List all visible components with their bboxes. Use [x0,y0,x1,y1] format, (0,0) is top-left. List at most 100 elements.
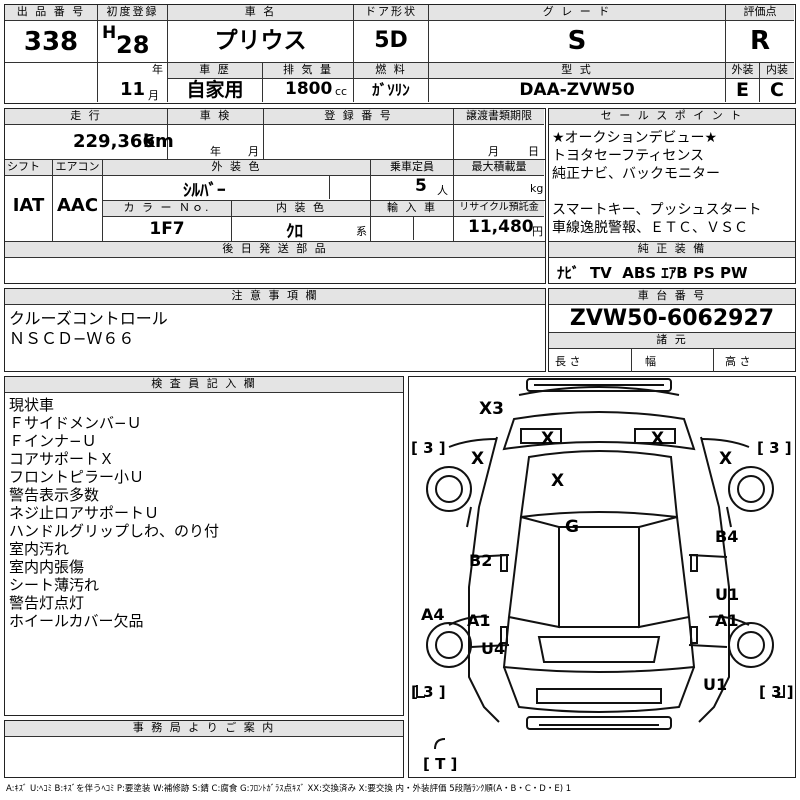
vehicle-details-section: 走 行 229,366 km 車 検 年 月 登 録 番 号 譲渡書類期限 月 … [4,108,546,284]
grade-label: グ レ ー ド [429,5,725,21]
note-line: ＮＳＣＤ−Ｗ６６ [9,329,135,348]
inspector-line: 室内内張傷 [9,558,85,576]
damage-mark-rear-right: U1 [703,675,728,694]
mileage-unit: km [143,131,174,152]
exterior-color-cell: 外 装 色 ｼﾙﾊﾞｰ [103,160,371,201]
transfer-deadline-cell: 譲渡書類期限 月 日 [454,109,544,159]
exterior-score: E [736,79,749,101]
shift-label: シフト [5,160,52,176]
car-diagram: X3 X X X X X G B2 B4 A4 A1 U1 A1 U4 U1 [… [408,376,796,778]
inspector-line: 現状車 [9,396,55,414]
later-parts-label: 後 日 発 送 部 品 [5,242,545,258]
max-load-cell: 最大積載量 kg [454,160,544,200]
damage-mark-window-right: X [651,429,665,449]
lot-number-cell: 出 品 番 号 338 [5,5,98,102]
displacement: 1800 [285,79,333,99]
transfer-deadline-label: 譲渡書類期限 [454,109,544,125]
interior-color-label: 内 装 色 [232,201,370,217]
capacity-unit: 人 [437,184,448,197]
tire-tread-front-left: [ 3 ] [411,439,446,457]
max-load-unit: kg [530,182,544,195]
damage-mark-door-rear-right-a: U1 [715,585,740,604]
damage-mark-door-front-right: B4 [715,527,739,546]
specs-label: 諸 元 [549,333,795,349]
damage-mark-hood: X [551,471,565,491]
registration-number-label: 登 録 番 号 [264,109,453,125]
aircon-label: エアコン [53,160,102,176]
import-label: 輸 入 車 [371,201,453,217]
inspector-line: ハンドルグリップしわ、のり付 [9,522,220,540]
inspector-line: Ｆインナ−Ｕ [9,432,97,450]
score-cell: 評価点 R [726,5,794,63]
legend: A:ｷｽﾞ U:ﾍｺﾐ B:ｷｽﾞを伴うﾍｺﾐ P:要塗装 W:補修跡 S:錆 … [6,784,572,794]
notes-label: 注 意 事 項 欄 [5,289,545,305]
inspector-line: 警告灯点灯 [9,594,85,612]
damage-mark-window-left: X [541,429,555,449]
spare-tire-mark: [ T ] [423,755,458,773]
car-name-cell: 車 名 プリウス [168,5,354,63]
inspector-list: 現状車 Ｆサイドメンバ−Ｕ Ｆインナ−Ｕ コアサポートＸ フロントピラー小Ｕ 警… [5,393,403,630]
color-number: 1F7 [149,219,185,239]
capacity-cell: 乗車定員 5 人 [371,160,454,200]
lot-number: 338 [23,27,79,57]
interior-score: C [770,79,784,101]
year-unit: 年 [152,63,163,76]
car-outline-drawing [416,378,785,750]
history-label: 車 歴 [168,63,262,79]
grade: S [567,26,587,56]
color-number-label: カ ラ ー Ｎｏ. [103,201,231,217]
tire-tread-front-right: [ 3 ] [757,439,792,457]
model-cell: 型 式 DAA-ZVW50 [429,63,726,102]
specs-cell: 諸 元 長 さ 幅 高 さ [549,333,795,372]
displacement-cell: 排 気 量 1800 cc [263,63,354,102]
capacity-label: 乗車定員 [371,160,453,176]
first-registration-cell: 初度登録 H 28 年 11 月 [98,5,168,102]
capacity: 5 [415,176,427,196]
equipment-cell: 純 正 装 備 ﾅﾋﾞ TV ABS ｴｱB PS PW [549,242,795,283]
shift: IAT [12,195,45,216]
mileage: 229,366 [73,131,155,152]
height-label: 高 さ [725,355,751,368]
interior-cell: 内装 C [760,63,794,102]
history: 自家用 [186,79,244,101]
chassis-section: 車 台 番 号 ZVW50-6062927 諸 元 長 さ 幅 高 さ [548,288,796,372]
sales-points-section: セ ー ル ス ポ イ ン ト ★オークションデビュー★ トヨタセーフティセンス… [548,108,796,284]
inspector-line: コアサポートＸ [9,450,115,468]
door-label: ドア形状 [354,5,428,21]
model: DAA-ZVW50 [519,80,635,100]
damage-mark-door-front-left: B2 [469,551,493,570]
header-section: 出 品 番 号 338 初度登録 H 28 年 11 月 車 名 プリウス ドア… [4,4,796,104]
chassis-label: 車 台 番 号 [549,289,795,305]
grade-cell: グ レ ー ド S [429,5,726,63]
registration-number-cell: 登 録 番 号 [264,109,454,159]
interior-color-cell: 内 装 色 ｸﾛ 系 [232,201,371,242]
mileage-label: 走 行 [5,109,167,125]
equipment-label: 純 正 装 備 [549,242,795,258]
notes-list: クルーズコントロール ＮＳＣＤ−Ｗ６６ [5,305,545,349]
displacement-unit: cc [335,85,348,98]
inspector-section: 検 査 員 記 入 欄 現状車 Ｆサイドメンバ−Ｕ Ｆインナ−Ｕ コアサポートＸ… [4,376,404,716]
era: H [102,23,117,43]
inspector-line: 室内汚れ [9,540,70,558]
damage-mark-fender-right: X [719,449,733,469]
model-label: 型 式 [429,63,725,79]
color-number-cell: カ ラ ー Ｎｏ. 1F7 [103,201,232,241]
damage-mark-fender-left: X [471,449,485,469]
tire-tread-rear-right: [ 3 ] [759,683,794,701]
sales-point-line: ★オークションデビュー★ [552,130,718,146]
sales-point-line: 純正ナビ、バックモニター [552,166,720,182]
inspector-line: Ｆサイドメンバ−Ｕ [9,414,142,432]
aircon-cell: エアコン AAC [53,160,103,241]
mileage-cell: 走 行 229,366 km [5,109,174,159]
later-parts-cell: 後 日 発 送 部 品 [5,242,545,258]
recycle-label: リサイクル預託金 [454,201,544,217]
sales-points-label: セ ー ル ス ポ イ ン ト [549,109,795,125]
transfer-month-unit: 月 [488,145,499,158]
inspector-line: フロントピラー小Ｕ [9,468,145,486]
length-label: 長 さ [555,355,581,368]
exterior-cell: 外装 E [726,63,760,102]
sales-point-line: 車線逸脱警報、ＥＴＣ、ＶＳＣ [552,220,748,236]
fuel-label: 燃 料 [354,63,428,79]
inspection-year-unit: 年 [210,145,221,158]
inspector-line: ホイールカバー欠品 [9,612,144,630]
